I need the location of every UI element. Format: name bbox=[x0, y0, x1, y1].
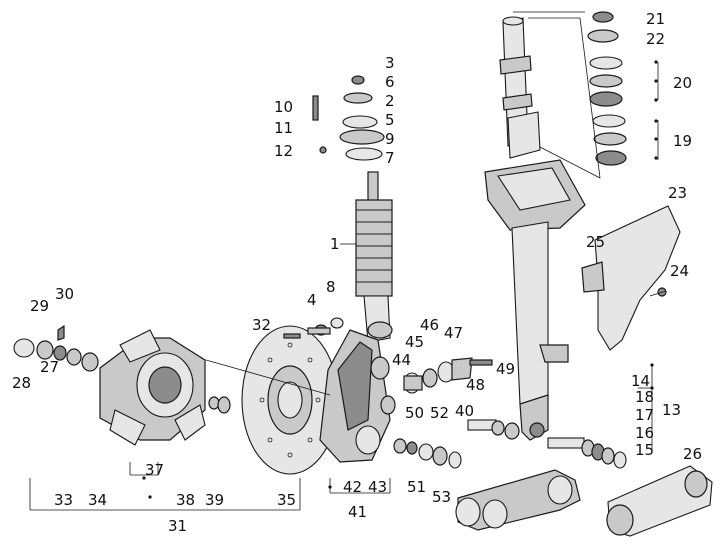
callout-41: 41 bbox=[348, 503, 367, 521]
callout-19: 19 bbox=[673, 132, 692, 150]
callout-12: 12 bbox=[274, 142, 293, 160]
callout-3: 3 bbox=[385, 54, 395, 72]
callout-47: 47 bbox=[444, 324, 463, 342]
callout-32: 32 bbox=[252, 316, 271, 334]
callout-49: 49 bbox=[496, 360, 515, 378]
callout-29: 29 bbox=[30, 297, 49, 315]
shock-absorber bbox=[355, 171, 393, 343]
callout-1: 1 bbox=[330, 235, 340, 253]
callout-31: 31 bbox=[168, 517, 187, 535]
callout-30: 30 bbox=[55, 285, 74, 303]
pivot-pin-set bbox=[547, 437, 627, 469]
callout-48: 48 bbox=[466, 376, 485, 394]
callout-35: 35 bbox=[277, 491, 296, 509]
callout-22: 22 bbox=[646, 30, 665, 48]
callout-52: 52 bbox=[430, 404, 449, 422]
callout-16: 16 bbox=[635, 424, 654, 442]
brake-disc bbox=[241, 325, 339, 475]
callout-50: 50 bbox=[405, 404, 424, 422]
callout-labels: 1 2 3 4 5 6 7 8 9 10 11 12 13 14 15 16 1… bbox=[12, 10, 702, 535]
callout-21: 21 bbox=[646, 10, 665, 28]
callout-33: 33 bbox=[54, 491, 73, 509]
callout-39: 39 bbox=[205, 491, 224, 509]
callout-27: 27 bbox=[40, 358, 59, 376]
callout-15: 15 bbox=[635, 441, 654, 459]
callout-34: 34 bbox=[88, 491, 107, 509]
callout-8: 8 bbox=[326, 278, 336, 296]
link-bushings bbox=[393, 419, 520, 469]
callout-28: 28 bbox=[12, 374, 31, 392]
callout-5: 5 bbox=[385, 111, 395, 129]
callout-53: 53 bbox=[432, 488, 451, 506]
callout-4: 4 bbox=[307, 291, 317, 309]
caliper-bracket bbox=[403, 357, 493, 394]
callout-25: 25 bbox=[586, 233, 605, 251]
callout-38: 38 bbox=[176, 491, 195, 509]
callout-45: 45 bbox=[405, 333, 424, 351]
callout-14: 14 bbox=[631, 372, 650, 390]
mudguard bbox=[581, 205, 681, 351]
callout-51: 51 bbox=[407, 478, 426, 496]
callout-40: 40 bbox=[455, 402, 474, 420]
callout-42: 42 bbox=[343, 478, 362, 496]
wheel-hub bbox=[13, 324, 231, 446]
callout-46: 46 bbox=[420, 316, 439, 334]
callout-9: 9 bbox=[385, 130, 395, 148]
callout-37: 37 bbox=[145, 461, 164, 479]
callout-24: 24 bbox=[670, 262, 689, 280]
callout-10: 10 bbox=[274, 98, 293, 116]
top-mount-stack bbox=[312, 75, 385, 161]
callout-23: 23 bbox=[668, 184, 687, 202]
callout-6: 6 bbox=[385, 73, 395, 91]
callout-43: 43 bbox=[368, 478, 387, 496]
bracket-dots bbox=[142, 60, 658, 499]
swingarm-carrier bbox=[307, 317, 396, 463]
callout-26: 26 bbox=[683, 445, 702, 463]
callout-13: 13 bbox=[662, 401, 681, 419]
callout-7: 7 bbox=[385, 149, 395, 167]
callout-11: 11 bbox=[274, 119, 293, 137]
callout-44: 44 bbox=[392, 351, 411, 369]
callout-20: 20 bbox=[673, 74, 692, 92]
steering-column bbox=[484, 16, 586, 441]
callout-17: 17 bbox=[635, 406, 654, 424]
callout-2: 2 bbox=[385, 92, 395, 110]
swing-links bbox=[455, 465, 713, 537]
leader-lines bbox=[29, 17, 659, 511]
callout-18: 18 bbox=[635, 388, 654, 406]
